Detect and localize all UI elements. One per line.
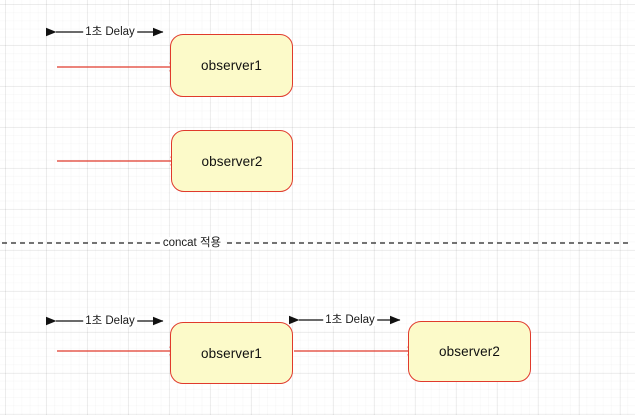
node-label: observer1	[201, 345, 262, 361]
node-bottom-observer1[interactable]: observer1	[170, 322, 293, 384]
node-label: observer2	[439, 344, 500, 359]
delay-label-bottom-left: 1초 Delay	[83, 315, 137, 327]
node-top-observer2[interactable]: observer2	[171, 130, 293, 192]
node-label: observer1	[201, 58, 262, 73]
node-top-observer1[interactable]: observer1	[170, 34, 293, 97]
node-label: observer2	[201, 153, 263, 169]
delay-label-top: 1초 Delay	[83, 26, 137, 38]
node-bottom-observer2[interactable]: observer2	[408, 321, 531, 382]
delay-label-bottom-right: 1초 Delay	[323, 314, 377, 326]
concat-divider-label: concat 적용	[159, 237, 225, 249]
